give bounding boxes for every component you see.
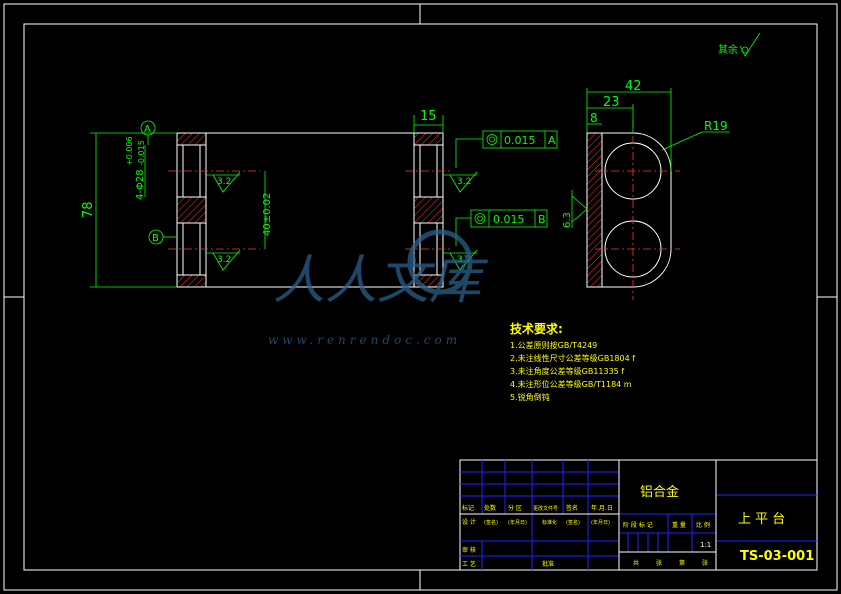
ra-1: 3.2 (217, 177, 231, 187)
svg-text:更改文件号: 更改文件号 (533, 505, 558, 512)
svg-text:(签名): (签名) (566, 519, 580, 526)
ra-4: 3.2 (457, 255, 471, 265)
fcf-a: 0.015 A (455, 130, 558, 168)
svg-text:年.月.日: 年.月.日 (591, 504, 613, 512)
tech-line-1: 1.公差原则按GB/T4249 (510, 340, 597, 350)
svg-text:www.renrendoc.com: www.renrendoc.com (268, 333, 461, 347)
part-name: 上 平 台 (738, 512, 785, 527)
svg-text:批准: 批准 (542, 560, 554, 568)
dim-78: 78 (81, 201, 96, 218)
svg-text:阶 段 标 记: 阶 段 标 记 (623, 521, 653, 529)
tech-line-3: 3.未注角度公差等级GB11335 f (510, 366, 624, 376)
dim-r19: R19 (704, 119, 728, 133)
ra-2: 3.2 (217, 255, 231, 265)
tech-line-4: 4.未注形位公差等级GB/T1184 m (510, 379, 632, 389)
tol-upper: +0.006 (125, 136, 134, 166)
svg-text:分 区: 分 区 (508, 504, 522, 512)
side-view: 42 23 8 R19 6.3 (562, 79, 730, 300)
svg-text:第: 第 (679, 559, 685, 567)
svg-text:张: 张 (702, 559, 708, 567)
svg-text:B: B (538, 213, 546, 226)
dim-42: 42 (625, 79, 642, 94)
svg-text:(年月日): (年月日) (508, 519, 527, 526)
tol-lower: -0.015 (137, 140, 146, 166)
svg-text:重 量: 重 量 (672, 521, 686, 529)
tech-line-2: 2.未注线性尺寸公差等级GB1804 f (510, 353, 635, 363)
ra-side: 6.3 (562, 212, 573, 228)
roughness-note: 其余 (718, 43, 738, 56)
svg-text:比 例: 比 例 (696, 521, 710, 529)
title-block: 铝合金 上 平 台 TS-03-001 1:1 标记 处数 分 区 更改文件号 … (459, 459, 818, 571)
svg-text:签名: 签名 (566, 504, 578, 512)
dim-8: 8 (590, 111, 598, 125)
svg-text:0.015: 0.015 (504, 134, 536, 147)
datum-b: B (152, 233, 159, 244)
dim-15: 15 (420, 109, 437, 124)
tech-line-5: 5.锐角倒钝 (510, 392, 550, 402)
front-view (168, 132, 452, 288)
svg-text:0.015: 0.015 (493, 213, 525, 226)
dim-4-phi28: 4-Φ28 (135, 169, 146, 200)
material: 铝合金 (640, 484, 679, 500)
scale: 1:1 (700, 541, 711, 549)
front-dimensions: 78 4-Φ28 +0.006 -0.015 A B 40±0.02 15 3.… (81, 109, 558, 288)
svg-text:张: 张 (656, 559, 662, 567)
svg-text:审 核: 审 核 (462, 546, 476, 554)
fcf-b: 0.015 B (455, 209, 548, 246)
tech-requirements: 技术要求: 1.公差原则按GB/T4249 2.未注线性尺寸公差等级GB1804… (510, 321, 635, 402)
tech-title: 技术要求: (510, 321, 563, 336)
svg-text:处数: 处数 (484, 504, 496, 512)
drawing-no: TS-03-001 (740, 549, 814, 564)
svg-text:(签名): (签名) (484, 519, 498, 526)
datum-a: A (144, 124, 151, 135)
ra-3: 3.2 (457, 177, 471, 187)
svg-text:标准化: 标准化 (542, 519, 557, 526)
dim-23: 23 (603, 95, 620, 110)
dim-40: 40±0.02 (262, 193, 273, 236)
svg-text:标记: 标记 (462, 504, 474, 512)
watermark: 人人文库 www.renrendoc.com (268, 229, 489, 347)
svg-text:工 艺: 工 艺 (462, 560, 476, 568)
svg-text:设 计: 设 计 (462, 518, 476, 526)
svg-text:人人文库: 人人文库 (273, 251, 489, 311)
svg-text:(年月日): (年月日) (591, 519, 610, 526)
svg-text:共: 共 (633, 559, 639, 567)
svg-text:A: A (548, 134, 556, 147)
